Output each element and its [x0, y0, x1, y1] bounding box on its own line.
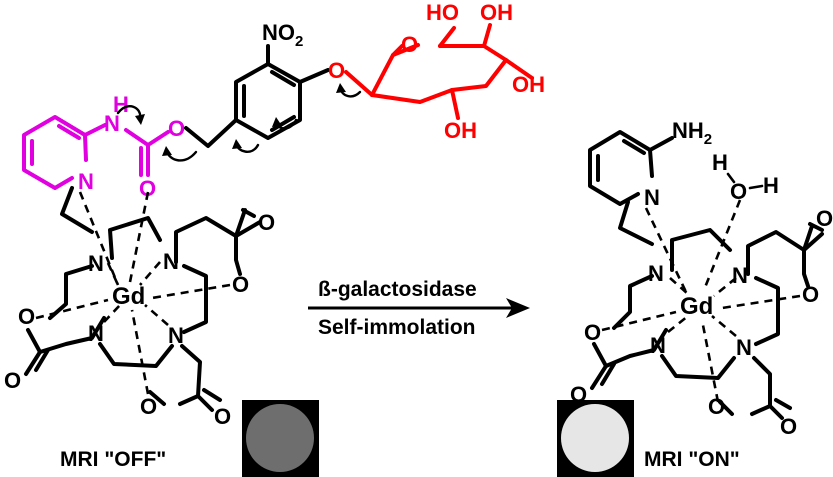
- macrocycle-nitrogen-1-on: N: [648, 261, 664, 286]
- amide-hydrogen: H: [113, 92, 129, 117]
- macrocycle-nitrogen-2-off: N: [163, 249, 179, 274]
- macrocycle-nitrogen-3-off: N: [88, 321, 104, 346]
- galactose-hydroxyl-3: OH: [512, 72, 545, 97]
- water-oxygen: O: [730, 179, 747, 204]
- amine-group: NH2: [672, 118, 712, 148]
- galactose-hydroxyl-2: OH: [444, 118, 477, 143]
- carbamate-carbonyl-oxygen: O: [139, 176, 156, 201]
- process-label: Self-immolation: [318, 316, 476, 339]
- mri-off-label: MRI "OFF": [60, 448, 166, 471]
- carboxylate-oxygen-3-on: O: [708, 394, 725, 419]
- carboxylate-oxygen-3-off: O: [140, 394, 157, 419]
- carbonyl-oxygen-3-off: O: [214, 404, 231, 429]
- macrocycle-nitrogen-2-on: N: [732, 263, 748, 288]
- pyridine-ring-on: [588, 130, 674, 206]
- macrocycle-nitrogen-4-off: N: [168, 323, 184, 348]
- carboxylate-oxygen-2-off: O: [18, 304, 35, 329]
- galactose-ring: [344, 23, 534, 120]
- carboxylate-oxygen-1-off: O: [232, 272, 249, 297]
- pyridine-nitrogen-on: N: [644, 185, 660, 210]
- mri-phantom-off: [242, 400, 319, 477]
- mri-phantom-on: [557, 400, 634, 477]
- carbamate-ester-oxygen: O: [168, 116, 185, 141]
- nitrophenyl-ring: [234, 44, 330, 140]
- mri-on-label: MRI "ON": [644, 448, 740, 471]
- gadolinium-on: Gd: [680, 293, 713, 320]
- galactose-hydroxyl-4: OH: [480, 0, 513, 25]
- macrocycle-nitrogen-1-off: N: [88, 251, 104, 276]
- macrocycle-on: [590, 200, 824, 420]
- carbonyl-oxygen-2-off: O: [4, 368, 21, 393]
- pyridine-nitrogen-off: N: [78, 169, 94, 194]
- macrocycle-off: [24, 186, 262, 412]
- probe-on-structure: N NH2 H O H N N N: [557, 118, 833, 477]
- enzyme-label: ß-galactosidase: [318, 278, 477, 301]
- water-hydrogen-2: H: [763, 173, 779, 198]
- galactose-ring-oxygen: O: [401, 32, 418, 57]
- gadolinium-off: Gd: [112, 283, 145, 310]
- aryl-glycosidic-oxygen: O: [328, 58, 345, 83]
- pyridine-ring-off: [22, 115, 107, 190]
- water-hydrogen-1: H: [712, 150, 728, 175]
- carboxylate-oxygen-1-on: O: [802, 282, 819, 307]
- nitro-group: NO2: [262, 20, 303, 50]
- reaction-arrow: [308, 298, 530, 318]
- galactose-hydroxyl-6: HO: [426, 0, 459, 25]
- coordination-bonds-off: [35, 191, 231, 395]
- amide-nitrogen: N: [104, 111, 120, 136]
- macrocycle-nitrogen-4-on: N: [736, 335, 752, 360]
- carbonyl-oxygen-1-off: O: [258, 210, 275, 235]
- carbonyl-oxygen-1-on: O: [816, 206, 833, 231]
- carbonyl-oxygen-3-on: O: [780, 414, 797, 439]
- probe-off-structure: N N H O O NO2 O O: [4, 0, 545, 477]
- coordination-bonds-on: [601, 199, 801, 403]
- macrocycle-nitrogen-3-on: N: [650, 333, 666, 358]
- carboxylate-oxygen-2-on: O: [584, 320, 601, 345]
- electron-flow-arrows: [116, 83, 362, 162]
